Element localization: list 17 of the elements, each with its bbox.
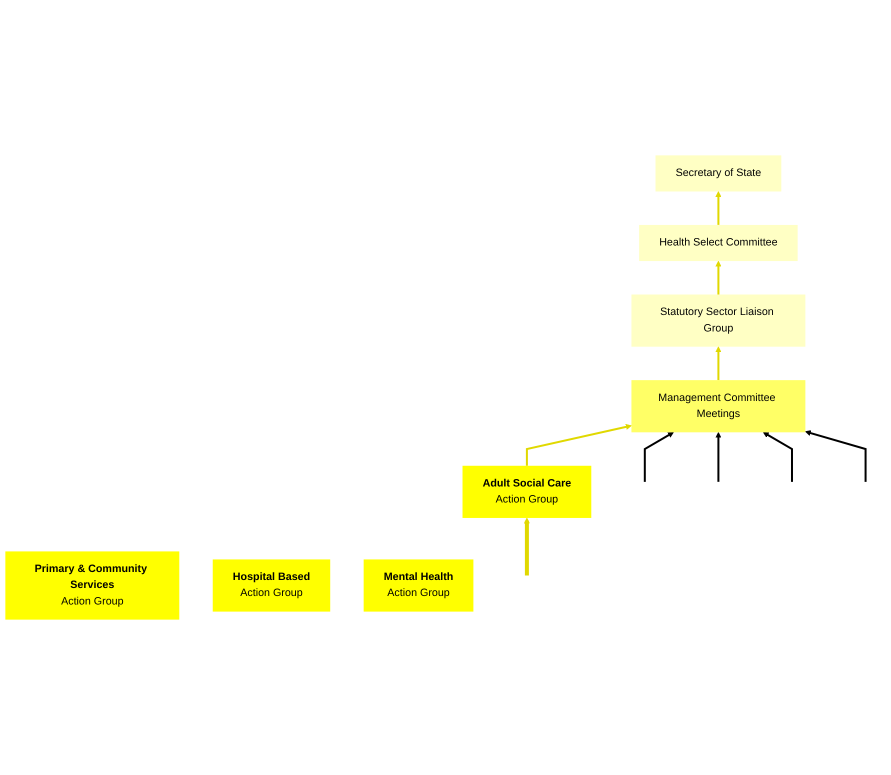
arrow: [524, 518, 530, 576]
node-box: Primary & Community Services Action Group: [5, 551, 180, 620]
arrow: [526, 424, 632, 466]
arrow: [644, 432, 674, 482]
node-box: Hospital Based Action Group: [212, 559, 330, 612]
node-box: Statutory Sector Liaison Group: [631, 294, 806, 347]
node-box: Secretary of State: [656, 155, 782, 192]
node-box: Management Committee Meetings: [631, 380, 806, 432]
arrow: [715, 191, 722, 225]
arrow: [715, 432, 722, 482]
arrow: [762, 432, 793, 482]
arrow: [715, 260, 722, 294]
node-box: Mental Health Action Group: [364, 559, 474, 612]
node-box: Health Select Committee: [639, 224, 798, 262]
node-box: Adult Social Care Action Group: [462, 466, 592, 518]
arrow: [715, 346, 722, 380]
arrow: [805, 430, 867, 482]
